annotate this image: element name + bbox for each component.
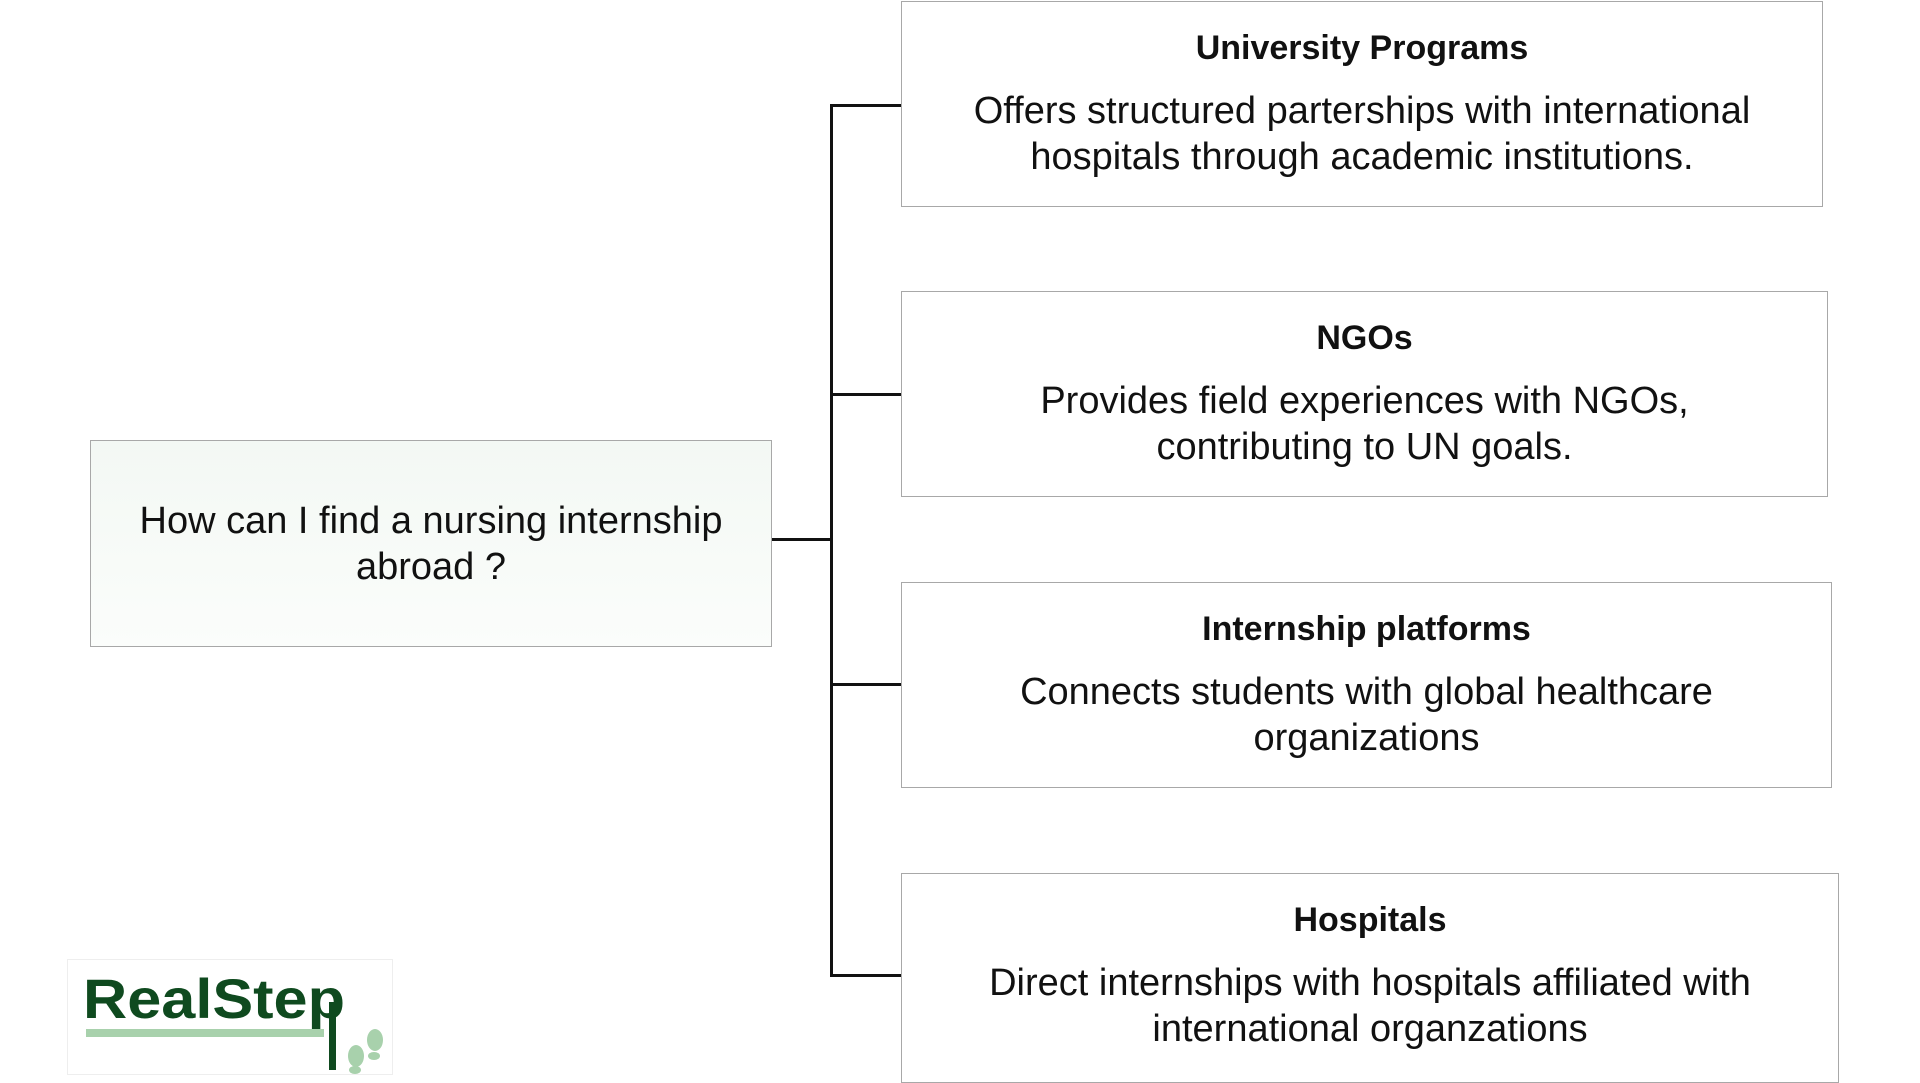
node-description: Provides field experiences with NGOs, co…: [1040, 380, 1689, 468]
connector-trunk: [830, 104, 833, 977]
node-description: Connects students with global healthcare…: [1020, 671, 1713, 759]
connector-4: [830, 974, 901, 977]
node-university-programs: University Programs Offers structured pa…: [901, 1, 1823, 207]
node-title: Hospitals: [1293, 901, 1447, 939]
svg-text:RealStep: RealStep: [83, 967, 345, 1030]
root-question-node: How can I find a nursing internship abro…: [90, 440, 772, 647]
node-ngos: NGOs Provides field experiences with NGO…: [901, 291, 1828, 497]
connector-root: [772, 538, 832, 541]
connector-3: [830, 683, 901, 686]
node-hospitals: Hospitals Direct internships with hospit…: [901, 873, 1839, 1083]
node-title: University Programs: [1195, 29, 1529, 67]
node-internship-platforms: Internship platforms Connects students w…: [901, 582, 1832, 788]
node-description: Direct internships with hospitals affili…: [989, 962, 1751, 1050]
node-title: NGOs: [1316, 319, 1413, 357]
root-question-text: How can I find a nursing internship abro…: [139, 499, 723, 588]
footprints-icon: [348, 1029, 383, 1074]
realstep-logo: RealStep: [67, 959, 393, 1075]
connector-1: [830, 104, 901, 107]
node-title: Internship platforms: [1202, 610, 1531, 648]
connector-2: [830, 393, 901, 396]
node-description: Offers structured parterships with inter…: [973, 90, 1751, 178]
realstep-logo-image: RealStep: [83, 967, 383, 1074]
